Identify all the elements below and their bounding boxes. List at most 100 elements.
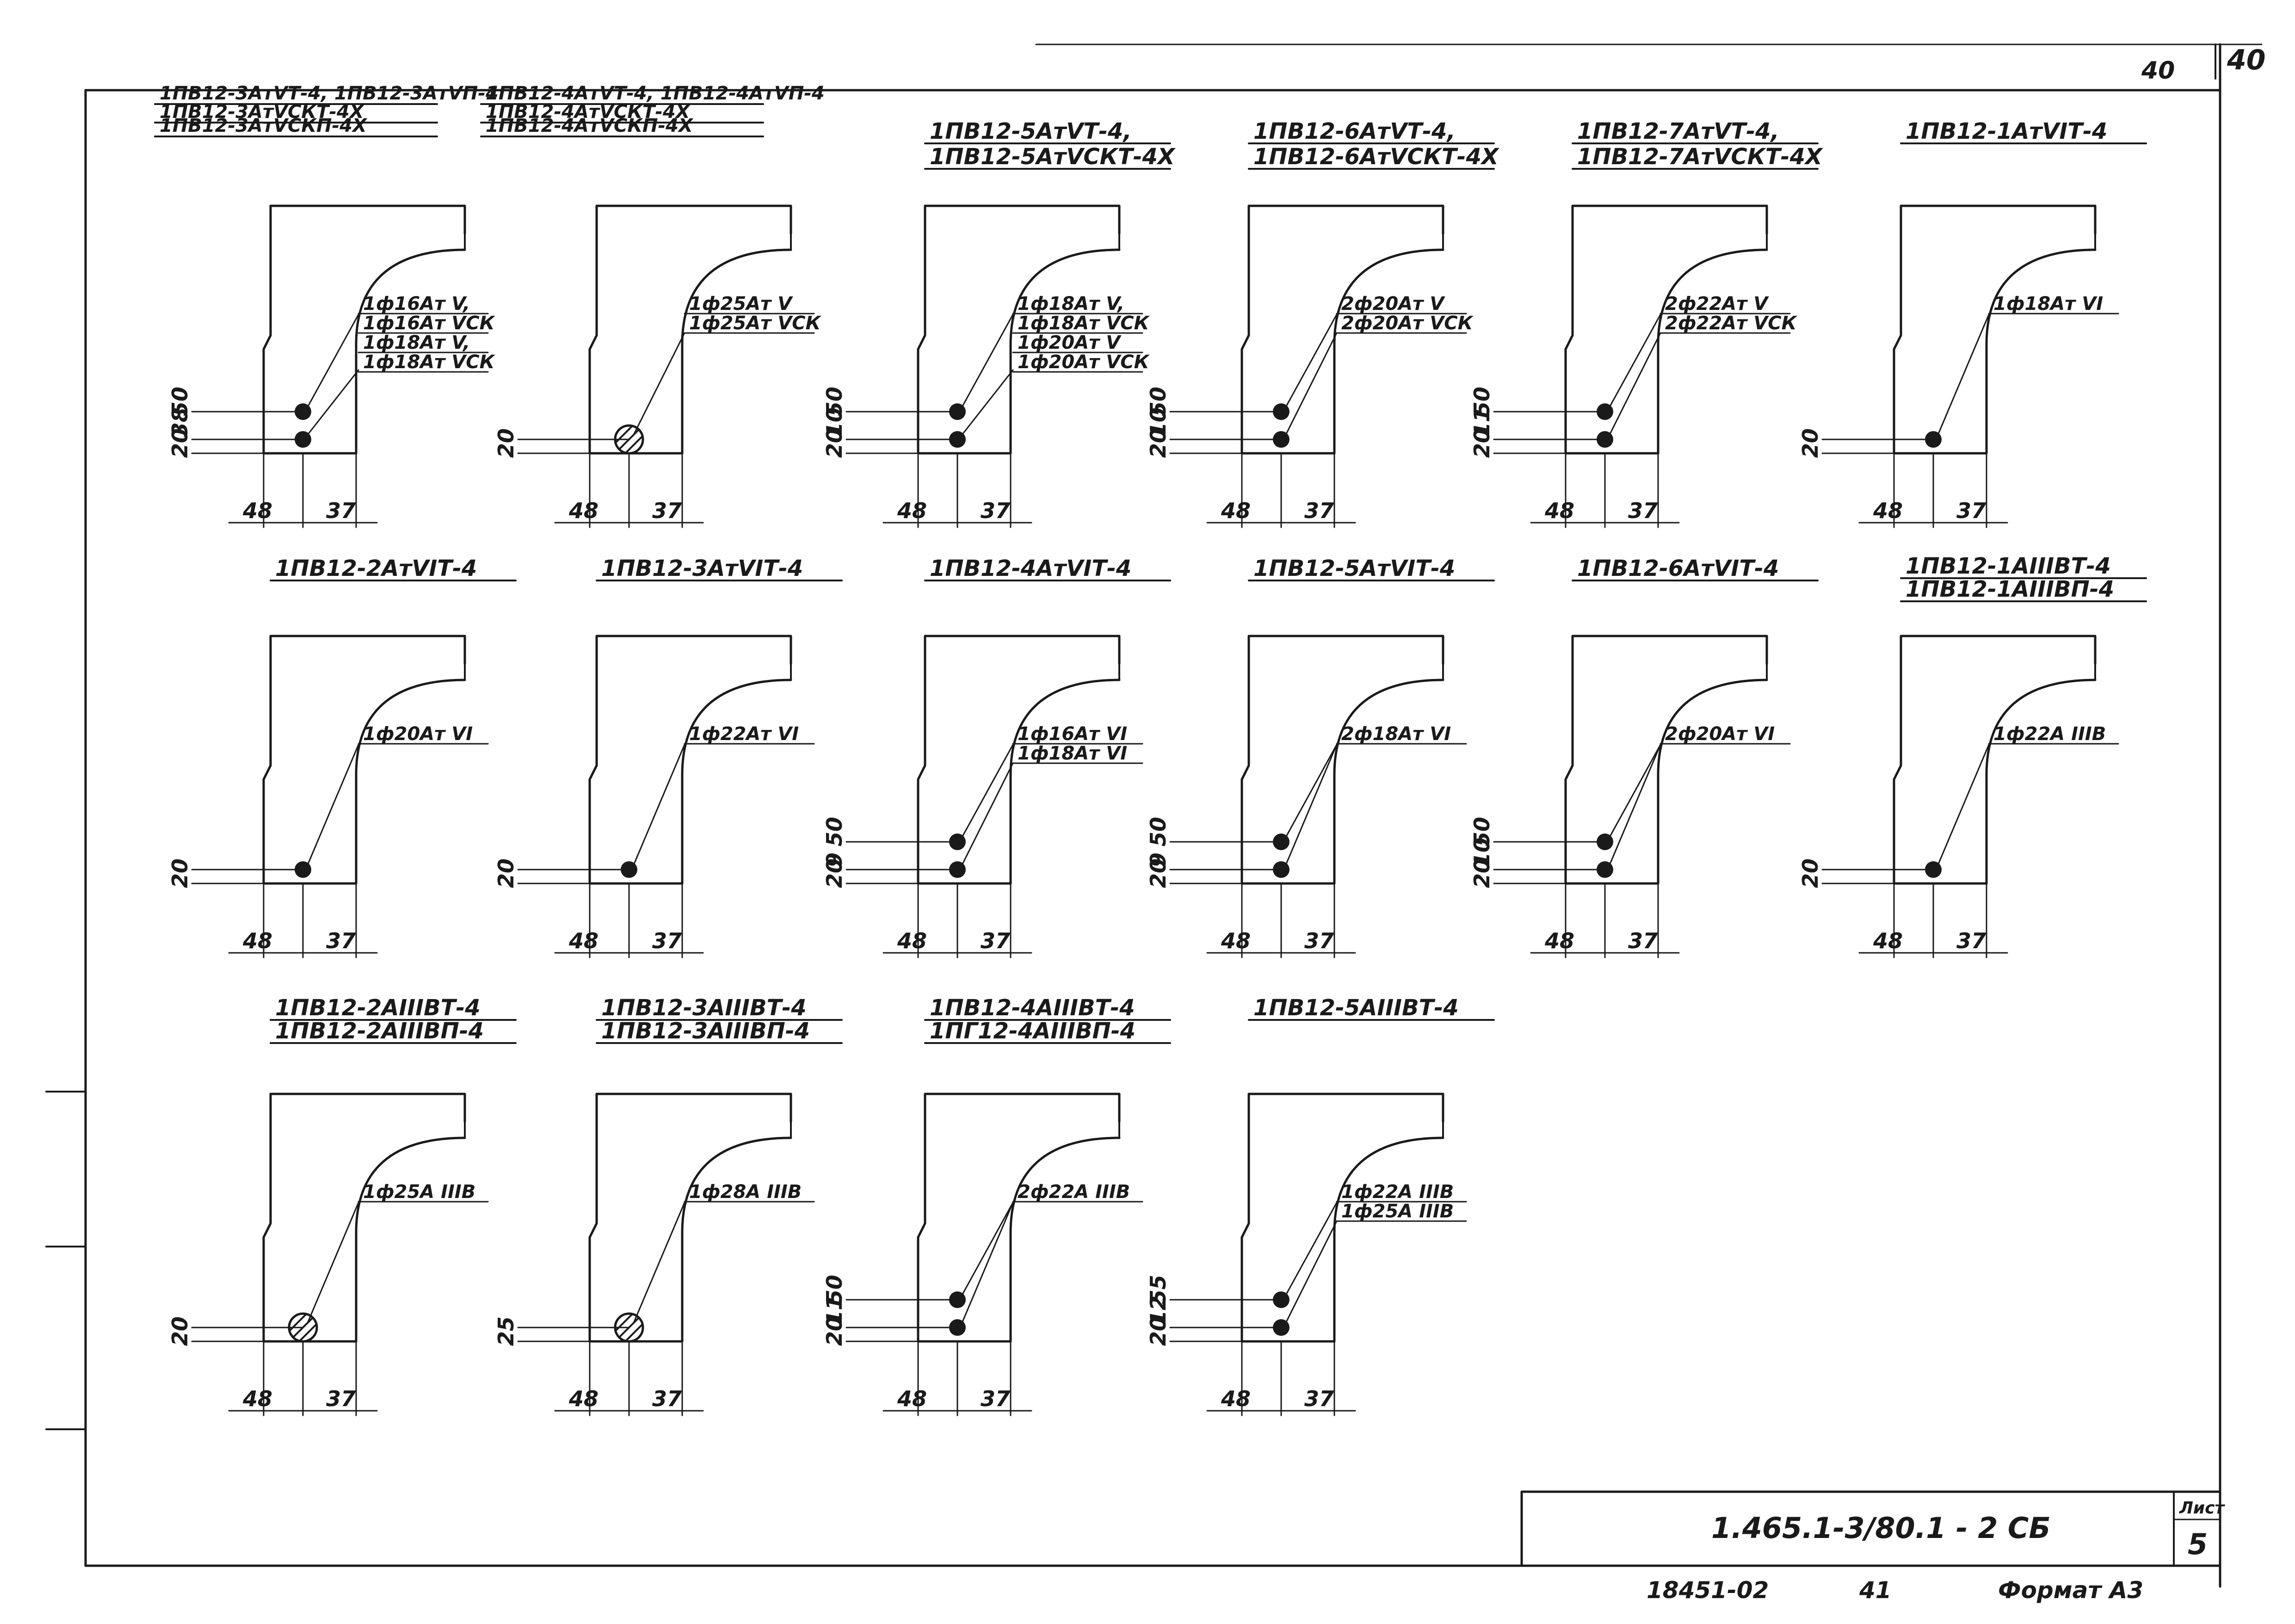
bottom-copy-number: 41 xyxy=(1859,1577,1892,1604)
dim-bottom-a: 48 xyxy=(897,1386,927,1411)
dim-vertical-label: 20 xyxy=(1146,858,1171,888)
rebar-callout: 1ф18Ат VI xyxy=(1993,293,2103,315)
dim-bottom-b: 37 xyxy=(326,1386,356,1411)
rebar-callout: 1ф25А IIIВ xyxy=(1341,1201,1454,1222)
section-outline xyxy=(917,1093,1121,1343)
leader-line xyxy=(1285,1220,1338,1324)
section-title: 1ПВ12-4АтVСКТ-4Х xyxy=(486,101,691,123)
section-outline xyxy=(917,204,1121,455)
dim-bottom-a: 48 xyxy=(242,498,272,523)
leader-line-top xyxy=(1285,1202,1338,1296)
dim-bottom-a: 48 xyxy=(1544,498,1574,523)
dim-vertical-extra: 11 xyxy=(1469,408,1494,437)
section-title: 1ПВ12-3АIIIВП-4 xyxy=(601,1018,810,1044)
dim-vertical-mid: 55 xyxy=(1146,1275,1171,1304)
rebar-callout: 1ф20Ат VСК xyxy=(1018,352,1150,373)
dim-vertical-label: 20 xyxy=(822,428,847,458)
rebar-callout: 1ф18Ат VСК xyxy=(1018,313,1150,334)
rebar-callout: 2ф22Ат VСК xyxy=(1665,313,1798,334)
section-detail-2: 1ПВ12-4АтVТ-4, 1ПВ12-4АтVП-41ПВ12-4АтVСК… xyxy=(480,83,825,528)
dim-bottom-b: 37 xyxy=(652,928,682,953)
dim-bottom-b: 37 xyxy=(326,928,356,953)
section-title: 1ПВ12-3АтVIТ-4 xyxy=(601,556,803,581)
dim-bottom-b: 37 xyxy=(1956,498,1986,523)
section-detail-1: 1ПВ12-3АтVТ-4, 1ПВ12-3АтVП-41ПВ12-3АтVСК… xyxy=(154,83,499,528)
section-outline xyxy=(1893,635,2097,885)
section-title: 1ПВ12-5АтVТ-4, xyxy=(930,118,1132,144)
rebar-callout: 2ф18Ат VI xyxy=(1341,723,1451,745)
leader-line-top xyxy=(961,314,1014,408)
section-title: 1ПВ12-2АтVIТ-4 xyxy=(275,556,477,581)
leader-line-top xyxy=(961,744,1014,838)
leader-line xyxy=(307,369,359,436)
section-outline xyxy=(1893,204,2097,455)
section-title: 1ПВ12-2АIIIВТ-4 xyxy=(275,995,481,1021)
dim-bottom-a: 48 xyxy=(1873,498,1903,523)
dim-vertical-label: 25 xyxy=(494,1316,518,1346)
dim-vertical-label: 20 xyxy=(167,858,192,888)
dim-vertical-mid: 50 xyxy=(822,387,847,416)
dim-bottom-a: 48 xyxy=(1873,928,1903,953)
dim-bottom-a: 48 xyxy=(1221,928,1251,953)
dim-bottom-a: 48 xyxy=(568,928,598,953)
leader-line xyxy=(1937,314,1990,436)
section-title: 1ПВ12-4АтVIТ-4 xyxy=(930,556,1131,581)
dim-vertical-extra: 12 xyxy=(1146,1296,1171,1325)
dim-vertical-extra: 11 xyxy=(822,1296,847,1325)
section-title: 1ПВ12-4АтVТ-4, 1ПВ12-4АтVП-4 xyxy=(486,83,825,104)
leader-line xyxy=(961,369,1014,436)
rebar-callout: 2ф20Ат V xyxy=(1341,293,1445,315)
dim-bottom-b: 37 xyxy=(981,1386,1010,1411)
rebar-callout: 2ф22А IIIВ xyxy=(1018,1181,1130,1203)
format-label: Формат А3 xyxy=(1998,1577,2143,1604)
rebar-callout: 1ф18Ат VI xyxy=(1018,743,1127,764)
dim-bottom-a: 48 xyxy=(568,1386,598,1411)
dim-vertical-mid: 50 xyxy=(167,387,192,416)
rebar-callout: 1ф18Ат VСК xyxy=(363,352,496,373)
section-outline xyxy=(262,635,466,885)
dim-bottom-a: 48 xyxy=(568,498,598,523)
dim-vertical-label: 20 xyxy=(494,428,518,458)
leader-line-top xyxy=(307,314,359,408)
rebar-callout: 1ф22А IIIВ xyxy=(1993,723,2106,745)
dim-vertical-label: 20 xyxy=(1469,858,1494,888)
dim-vertical-label: 20 xyxy=(1146,1316,1171,1346)
section-title: 1ПВ12-4АIIIВТ-4 xyxy=(930,995,1135,1021)
leader-line xyxy=(1285,332,1338,436)
dim-vertical-extra: 10 xyxy=(1146,408,1171,437)
rebar-callout: 1ф16Ат V, xyxy=(363,293,470,315)
rebar-callout: 1ф22А IIIВ xyxy=(1341,1181,1454,1203)
dim-bottom-b: 37 xyxy=(652,1386,682,1411)
section-title: 1ПВ12-4АтVСКП-4Х xyxy=(486,115,694,136)
dim-vertical-extra: 10 xyxy=(822,408,847,437)
section-title: 1ПВ12-2АIIIВП-4 xyxy=(275,1018,484,1044)
page-number-right: 40 xyxy=(2227,44,2266,76)
dim-vertical-label: 20 xyxy=(822,858,847,888)
dim-vertical-extra: 10 xyxy=(1469,838,1494,867)
dim-bottom-a: 48 xyxy=(897,498,927,523)
section-outline xyxy=(262,1093,466,1343)
leader-line-top xyxy=(1285,314,1338,408)
rebar-callout: 1ф20Ат VI xyxy=(363,723,473,745)
section-outline xyxy=(1240,1093,1444,1343)
dim-bottom-b: 37 xyxy=(981,498,1010,523)
dim-bottom-a: 48 xyxy=(242,928,272,953)
rebar-callout: 2ф20Ат VСК xyxy=(1341,313,1474,334)
section-title: 1ПВ12-3АтVСКТ-4Х xyxy=(160,101,365,123)
dim-vertical-label: 20 xyxy=(822,1316,847,1346)
dim-bottom-b: 37 xyxy=(1304,498,1334,523)
dim-vertical-extra: 9 xyxy=(1146,852,1171,867)
section-outline xyxy=(1240,635,1444,885)
section-title: 1ПВ12-3АтVТ-4, 1ПВ12-3АтVП-4 xyxy=(160,83,499,104)
section-outline xyxy=(588,635,792,885)
leader-line xyxy=(633,744,685,866)
